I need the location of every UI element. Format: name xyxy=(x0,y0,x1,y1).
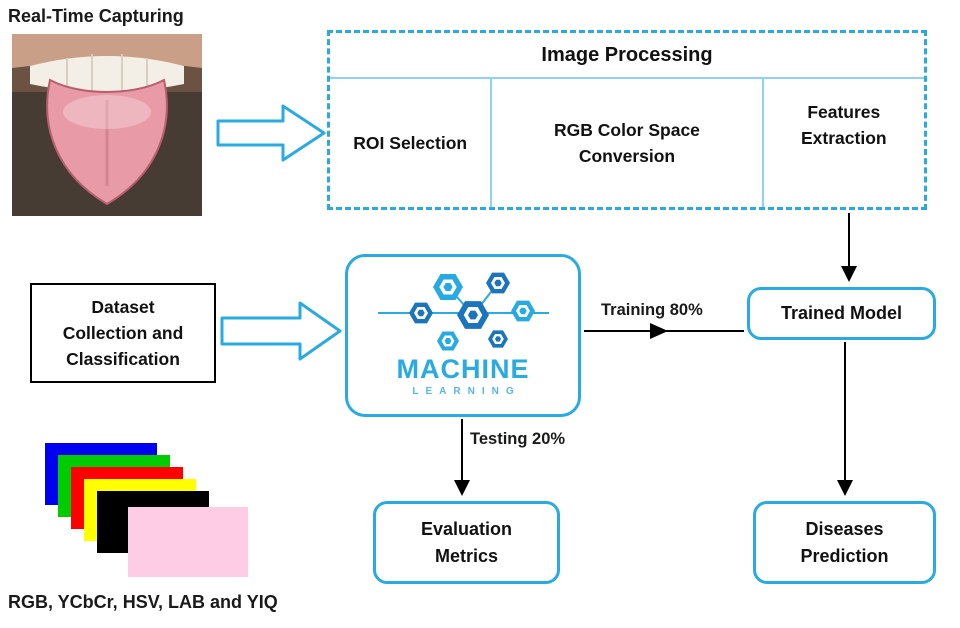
trained-model-box: Trained Model xyxy=(747,287,936,340)
tongue-photo xyxy=(12,34,202,216)
machine-learning-subtitle: LEARNING xyxy=(412,386,521,397)
color-spaces-caption: RGB, YCbCr, HSV, LAB and YIQ xyxy=(8,592,278,612)
evaluation-metrics-box: Evaluation Metrics xyxy=(373,501,560,584)
image-processing-title: Image Processing xyxy=(330,33,924,79)
diseases-prediction-box: Diseases Prediction xyxy=(753,501,936,584)
dataset-collection-box: Dataset Collection and Classification xyxy=(30,283,216,383)
step-features-extraction: Features Extraction xyxy=(801,102,887,149)
arrow-dataset-to-ml xyxy=(220,301,342,361)
arrow-capture-to-processing xyxy=(216,104,326,162)
hexagon-network-icon xyxy=(378,272,549,351)
image-processing-steps: ROI Selection RGB Color Space Conversion… xyxy=(330,79,924,207)
realtime-capturing-label: Real-Time Capturing xyxy=(8,6,184,26)
image-processing-group: Image Processing ROI Selection RGB Color… xyxy=(327,30,927,210)
machine-learning-box: MACHINE LEARNING xyxy=(345,254,581,417)
arrowhead-training xyxy=(650,323,668,339)
testing-split-label: Testing 20% xyxy=(470,430,566,448)
machine-learning-wordmark: MACHINE xyxy=(396,354,530,384)
step-rgb-conversion: RGB Color Space Conversion xyxy=(490,79,764,207)
tongue-photo-illustration xyxy=(12,34,202,216)
swatch-pink xyxy=(128,507,248,577)
step-roi-selection: ROI Selection xyxy=(353,132,468,153)
training-split-label: Training 80% xyxy=(601,301,703,319)
